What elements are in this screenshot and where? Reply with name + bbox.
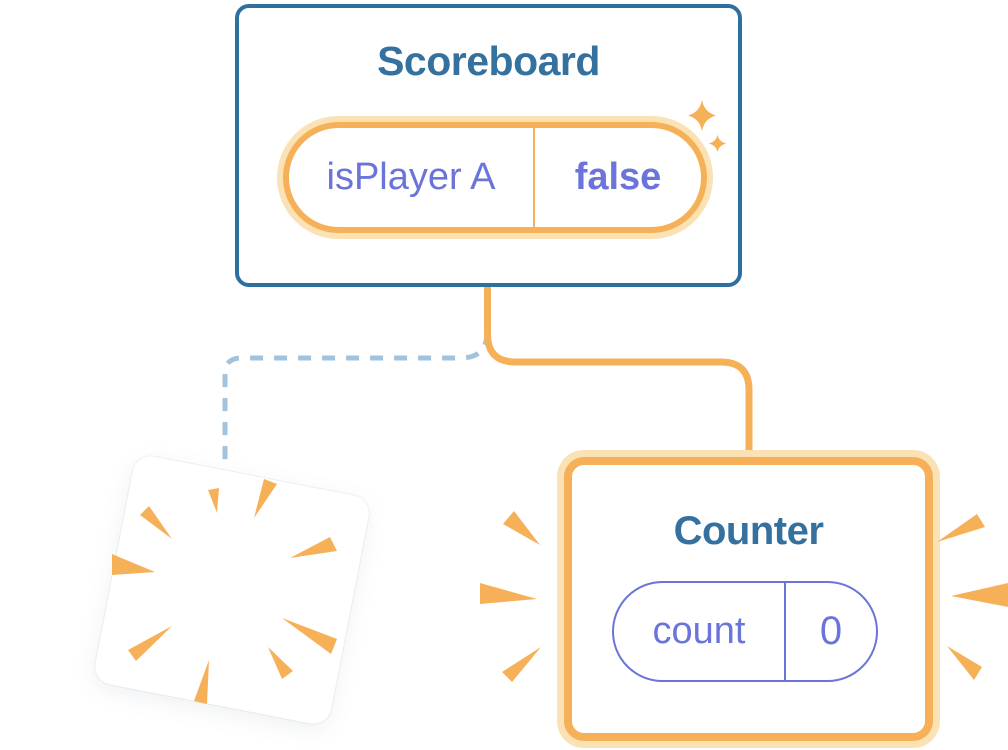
emphasis-mark bbox=[947, 646, 982, 680]
counter-title: Counter bbox=[673, 509, 824, 553]
scoreboard-state-pill: isPlayer A false bbox=[283, 122, 707, 233]
emphasis-mark bbox=[937, 514, 985, 542]
emphasis-mark bbox=[951, 583, 1008, 607]
scoreboard-card: Scoreboard isPlayer A false bbox=[235, 4, 742, 287]
state-key-label: isPlayer A bbox=[326, 156, 496, 198]
emphasis-marks-left-icon bbox=[480, 511, 541, 682]
scoreboard-title: Scoreboard bbox=[377, 38, 600, 84]
state-key-label: count bbox=[652, 610, 746, 652]
emphasis-marks-right-icon bbox=[937, 514, 1008, 680]
emphasis-mark bbox=[502, 647, 541, 682]
state-value-label: false bbox=[533, 128, 701, 227]
edge-scoreboard-to-removed bbox=[222, 331, 490, 460]
counter-card: Counter count 0 bbox=[564, 457, 933, 741]
state-value-label: 0 bbox=[784, 583, 876, 680]
emphasis-mark bbox=[480, 583, 537, 604]
edge-scoreboard-to-counter bbox=[484, 280, 753, 466]
emphasis-mark bbox=[503, 511, 540, 545]
counter-state-pill: count 0 bbox=[612, 581, 878, 682]
destroyed-card bbox=[92, 453, 372, 727]
